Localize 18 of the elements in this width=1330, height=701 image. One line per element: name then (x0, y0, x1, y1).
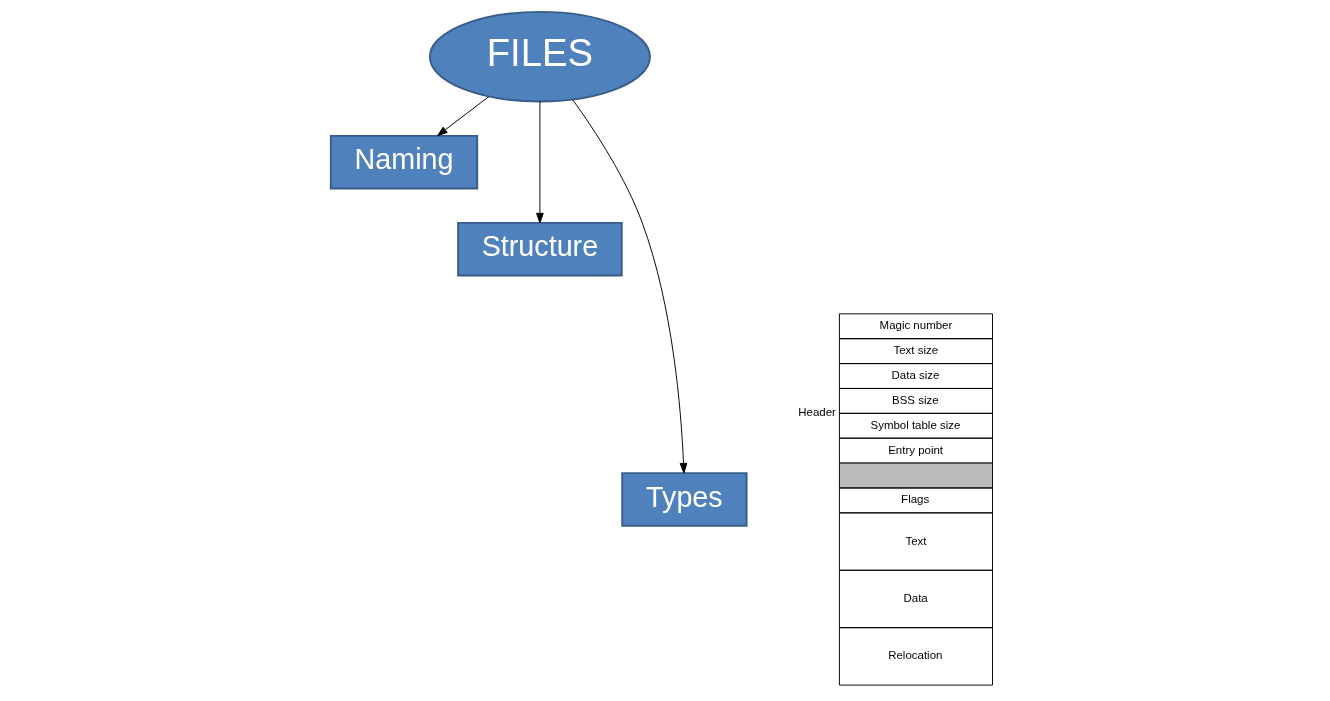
label: Header (797, 406, 836, 419)
label: Flags (900, 493, 929, 506)
label: Text size (892, 344, 938, 357)
arrow (571, 99, 687, 474)
label: Entry point (887, 443, 943, 456)
label: Data (903, 591, 928, 604)
node-box: Types (620, 472, 748, 527)
label: Text (904, 534, 926, 547)
node-box: Structure (456, 221, 623, 277)
arrow (535, 100, 544, 224)
label: Magic number (879, 319, 952, 332)
label: Relocation (887, 649, 942, 662)
label: Symbol table size (870, 418, 960, 431)
node-box: Naming (329, 134, 478, 190)
label: BSS size (891, 393, 939, 406)
node-ellipse: FILES (428, 10, 651, 103)
label: Data size (891, 368, 939, 381)
arrow (436, 96, 489, 137)
